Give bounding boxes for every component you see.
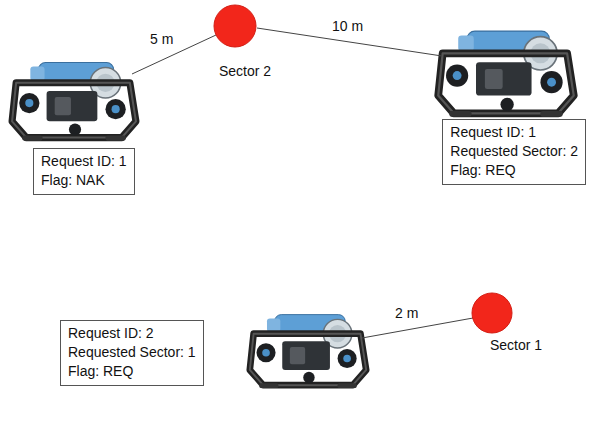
status-text: Request ID: 2: [68, 324, 196, 343]
rov-robot: [438, 31, 574, 117]
rov-robot: [12, 62, 136, 140]
sector-label: Sector 2: [200, 62, 290, 80]
sector-marker: Sector 1: [468, 290, 586, 356]
status-text: Request ID: 1: [450, 123, 578, 142]
status-text: Flag: NAK: [41, 171, 127, 190]
rov-robot: [250, 315, 366, 388]
status-text: Flag: REQ: [68, 362, 196, 381]
sector-label: Sector 1: [490, 336, 542, 354]
distance-label: 10 m: [330, 18, 365, 35]
status-text: Request ID: 1: [41, 152, 127, 171]
status-text: Requested Sector: 1: [68, 343, 196, 362]
status-box: Request ID: 1Requested Sector: 2Flag: RE…: [442, 119, 586, 185]
sector-dot: [214, 5, 256, 47]
status-text: Flag: REQ: [450, 161, 578, 180]
sector-dot: [472, 293, 512, 333]
status-box: Request ID: 1Flag: NAK: [33, 148, 135, 195]
status-box: Request ID: 2Requested Sector: 1Flag: RE…: [60, 320, 204, 386]
status-text: Requested Sector: 2: [450, 142, 578, 161]
distance-label: 2 m: [393, 305, 420, 322]
distance-label: 5 m: [148, 31, 175, 48]
sector-marker: Sector 2: [200, 2, 290, 82]
